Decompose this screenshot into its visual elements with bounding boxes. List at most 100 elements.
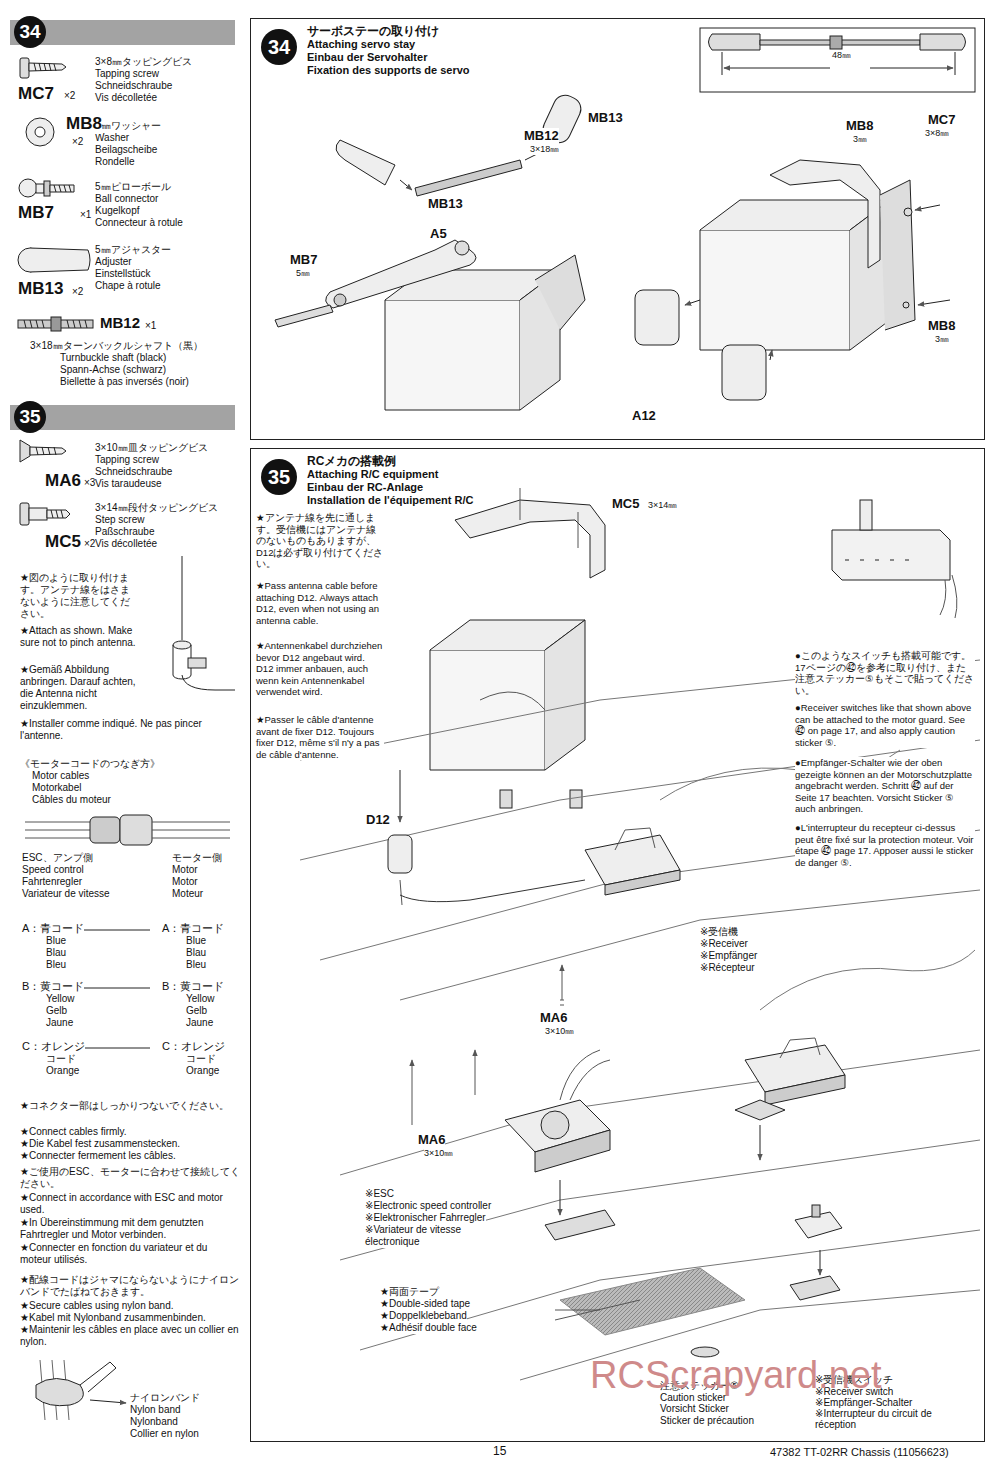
label-text: ※ESC (365, 1188, 394, 1200)
label-text: ×2 (72, 136, 83, 148)
step-panel: サーボステーの取り付けAttaching servo stayEinbau de… (250, 18, 985, 440)
countersunk-screw-icon (20, 440, 66, 462)
note-text: ★アンテナ線を先に通します。受信機にはアンテナ線のないものもありますが、D12は… (256, 512, 384, 570)
label-text: Tapping screw (95, 68, 159, 80)
label-text: Adjuster (95, 256, 132, 268)
step-number: 34 (261, 29, 297, 65)
label-text: B：黄コード (162, 980, 224, 993)
note-text: ★Installer comme indiqué. Ne pas pincer … (20, 718, 235, 742)
label-text: Fahrtenregler (22, 876, 82, 888)
label-text: Motorkabel (32, 782, 81, 794)
label-text: 3㎜ (853, 134, 867, 145)
label-text: Nylon band (130, 1404, 181, 1416)
washer-icon (26, 118, 54, 146)
label-text: Vis décolletée (95, 92, 157, 104)
tape-area (555, 1268, 745, 1357)
step-title: Einbau der RC-Anlage (307, 481, 423, 494)
note-text: ※Variateur de vitesse électronique (365, 1224, 495, 1248)
label-text: Blau (46, 947, 66, 959)
label-text: ★Doppelklebeband (380, 1310, 467, 1322)
screw-arrows (412, 965, 564, 1125)
label-text: 3×8㎜ (925, 128, 949, 139)
label-text: ナイロンバンド (130, 1392, 200, 1404)
note-text: ※Interrupteur du circuit de réception (815, 1408, 975, 1430)
label-text: ×2 (84, 538, 95, 550)
label-text: Motor (172, 876, 198, 888)
label-text: Turnbuckle shaft (black) (60, 352, 166, 364)
label-text: ※Electronic speed controller (365, 1200, 491, 1212)
label-text: ★両面テープ (380, 1286, 439, 1298)
antenna-post-d12 (388, 770, 585, 905)
note-text: ★Gemäß Abbildung anbringen. Darauf achte… (20, 664, 138, 712)
label-text: Blue (186, 935, 206, 947)
part-code: MB13 (428, 196, 463, 212)
nylon-band-icon (36, 1360, 126, 1420)
label-text: 3×18㎜ (530, 144, 559, 155)
step-title: Installation de l'équipement R/C (307, 494, 473, 507)
chassis-lower (340, 950, 980, 1380)
label-text: Blau (186, 947, 206, 959)
label-text: Tapping screw (95, 454, 159, 466)
label-text: ※受信機 (700, 926, 738, 938)
step-title: Einbau der Servohalter (307, 51, 427, 64)
label-text: Step screw (95, 514, 144, 526)
label-text: Moteur (172, 888, 203, 900)
part-code: MC5 (612, 496, 639, 512)
label-text: ★Die Kabel fest zusammenstecken. (20, 1138, 180, 1150)
label-text: ※Receiver (700, 938, 748, 950)
label-text: モーター側 (172, 852, 222, 864)
label-text: RCScrapyard.net (590, 1352, 881, 1398)
label-text: 5㎜アジャスター (95, 244, 171, 256)
label-text: 3×8㎜タッピングビス (95, 56, 192, 68)
label-text: Motor cables (32, 770, 89, 782)
part-code: MB8 (928, 318, 955, 334)
screw-icon (20, 58, 66, 78)
label-text: 5㎜ (296, 268, 310, 279)
label-text: ×1 (80, 209, 91, 221)
note-text: ★配線コードはジャマにならないようにナイロンバンドでたばねておきます。 (20, 1274, 240, 1298)
step-title: Attaching servo stay (307, 38, 415, 51)
note-text: ★Pass antenna cable before attaching D12… (256, 580, 384, 626)
label-text: ★Adhésif double face (380, 1322, 477, 1334)
label-text: Schneidschraube (95, 466, 172, 478)
label-text: Biellette à pas inversés (noir) (60, 376, 189, 388)
part-code: MB13 (18, 279, 63, 299)
part-code: MB12 (524, 128, 559, 144)
label-text: ★Secure cables using nylon band. (20, 1300, 174, 1312)
step-number: 35 (14, 401, 46, 433)
label-text: コード (46, 1053, 76, 1065)
esc-box (505, 1050, 615, 1240)
label-text: 3×10㎜皿タッピングビス (95, 442, 208, 454)
label-text: ×1 (145, 320, 156, 332)
note-text: ★Connect in accordance with ESC and moto… (20, 1192, 240, 1216)
label-text: C：オレンジ (22, 1040, 85, 1053)
label-text: ★Connecter fermement les câbles. (20, 1150, 176, 1162)
note-text: ●このようなスイッチも搭載可能です。17ページの㊷を参考に取り付け、また注意ステ… (795, 650, 975, 696)
part-code: MA6 (540, 1010, 567, 1026)
label-text: Kugelkopf (95, 205, 139, 217)
part-code: MC7 (928, 112, 955, 128)
label-text: A：青コード (162, 922, 224, 935)
label-text: C：オレンジ (162, 1040, 225, 1053)
note-text: ★Attach as shown. Make sure not to pinch… (20, 625, 138, 649)
step-title: Fixation des supports de servo (307, 64, 470, 77)
part-code: D12 (366, 812, 390, 828)
label-text: Yellow (186, 993, 215, 1005)
label-text: Sticker de précaution (660, 1415, 754, 1427)
label-text: 48㎜ (832, 50, 851, 61)
label-text: 3×14㎜ (648, 500, 677, 511)
step-band: 35 (10, 405, 235, 430)
step-number: 35 (261, 459, 297, 495)
label-text: ※Empfänger (700, 950, 757, 962)
label-text: 3×18㎜ターンバックルシャフト（黒） (30, 340, 203, 352)
label-text: ×3 (84, 477, 95, 489)
step-number: 34 (14, 16, 46, 48)
label-text: ESC、アンプ側 (22, 852, 93, 864)
step-number-circle: 35 (261, 459, 297, 495)
label-text: Schneidschraube (95, 80, 172, 92)
label-text: 3㎜ワッシャー (95, 120, 161, 132)
step-screw-icon (20, 503, 70, 525)
label-text: ★Double-sided tape (380, 1298, 470, 1310)
label-text: 3×14㎜段付タッピングビス (95, 502, 218, 514)
step-panel: RCメカの搭載例Attaching R/C equipmentEinbau de… (250, 448, 985, 1442)
